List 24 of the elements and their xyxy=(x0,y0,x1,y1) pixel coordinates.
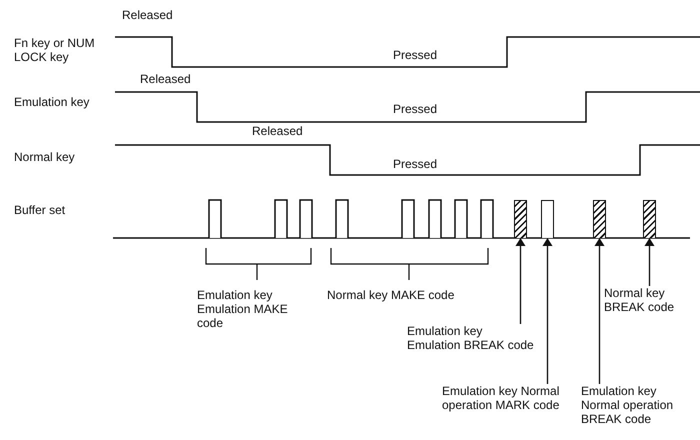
state-label: Pressed xyxy=(393,48,438,62)
callout-text: Normal key BREAK code xyxy=(604,286,696,314)
callout-text: Emulation key Emulation BREAK code xyxy=(407,324,535,352)
leader-arrow xyxy=(644,238,654,286)
callout-text: Emulation key Normal operation MARK code xyxy=(442,384,564,412)
pulse xyxy=(541,200,554,238)
state-label: Pressed xyxy=(393,157,438,171)
callout-text: Emulation key Normal operation BREAK code xyxy=(581,384,697,426)
signal-name: Fn key or NUM LOCK key xyxy=(14,36,96,64)
bracket-label: Normal key MAKE code xyxy=(327,288,456,302)
hatched-pulse xyxy=(514,200,527,238)
state-label: Pressed xyxy=(393,102,438,116)
leader-arrow xyxy=(542,238,552,384)
hatched-pulse xyxy=(593,200,606,238)
signal-name: Emulation key xyxy=(14,95,90,109)
state-label: Released xyxy=(140,72,192,86)
signal-name: Normal key xyxy=(14,150,76,164)
bracket-label: Emulation key Emulation MAKE code xyxy=(197,288,289,330)
leader-arrow xyxy=(516,238,526,324)
signal-name: Buffer set xyxy=(14,203,66,217)
hatched-pulse xyxy=(643,200,656,238)
state-label: Released xyxy=(122,8,174,22)
leader-arrow xyxy=(594,238,604,384)
state-label: Released xyxy=(252,124,304,138)
